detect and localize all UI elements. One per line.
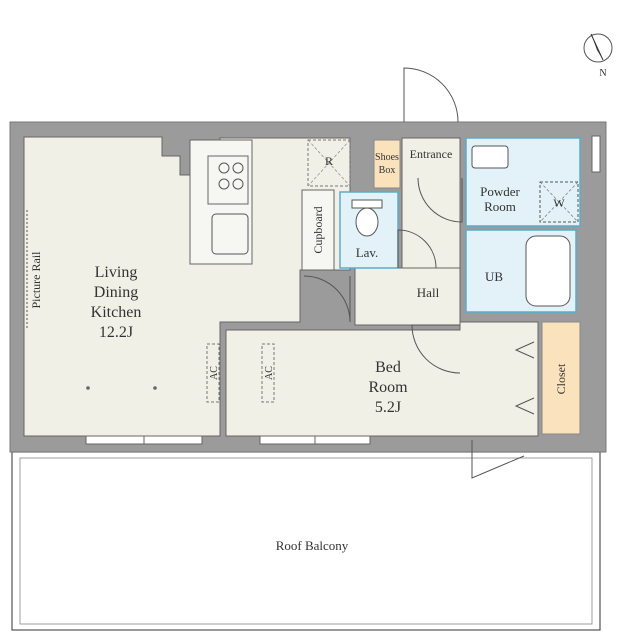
hall-floor — [354, 267, 461, 326]
roof-balcony-label: Roof Balcony — [276, 538, 349, 553]
ldk-label-line3: Kitchen — [91, 304, 142, 321]
closet-label: Closet — [554, 363, 568, 394]
toilet-icon — [351, 199, 383, 237]
right-wall-window — [591, 135, 601, 173]
shoes-box-label-line1: Shoes — [375, 152, 399, 163]
bed-room-floor — [225, 321, 539, 437]
windows — [85, 135, 601, 445]
entrance-floor — [401, 137, 461, 269]
ldk-door-swing — [303, 275, 351, 323]
doors — [303, 67, 525, 479]
kitchen-counter — [189, 139, 253, 265]
fridge-label: R — [325, 154, 333, 168]
unit-bath-label: UB — [485, 269, 503, 284]
ldk-label-line1: Living — [95, 264, 138, 281]
washer-label: W — [553, 196, 565, 210]
ac-unit-bed — [261, 343, 275, 403]
stove-burner-icon — [232, 162, 244, 174]
compass-north-label: N — [599, 68, 606, 79]
stove-burner-icon — [218, 162, 230, 174]
balcony-door-swing — [471, 440, 525, 479]
fridge-space — [307, 139, 351, 187]
ac-ldk-label: AC — [209, 366, 220, 380]
ac-unit-ldk — [206, 343, 220, 403]
entrance-label: Entrance — [410, 147, 453, 161]
powder-room-label-line1: Powder — [480, 184, 520, 199]
bed-room-size-label: 5.2J — [375, 399, 401, 416]
ac-bed-label: AC — [264, 366, 275, 380]
front-door-swing — [403, 67, 459, 123]
powder-room-door-swing — [417, 177, 463, 223]
bed-room-label-line2: Room — [368, 379, 408, 396]
ceiling-light-icon — [86, 386, 90, 390]
lavatory-label: Lav. — [356, 245, 379, 260]
stove-burner-icon — [218, 178, 230, 190]
bed-room-door-swing — [411, 324, 461, 374]
ldk-floor — [23, 136, 351, 437]
cupboard — [301, 189, 335, 271]
hanger-marker-icon — [514, 397, 535, 415]
ldk-size-label: 12.2J — [99, 324, 133, 341]
bathtub-icon — [525, 235, 571, 307]
picture-rail-label: Picture Rail — [29, 251, 43, 309]
ldk-label-line2: Dining — [94, 284, 138, 301]
cupboard-label: Cupboard — [311, 206, 325, 253]
kitchen-sink-icon — [211, 213, 249, 255]
compass-icon — [583, 33, 613, 63]
lavatory-door-swing — [397, 229, 437, 269]
hall-label: Hall — [417, 285, 440, 300]
powder-room-label-line2: Room — [484, 199, 516, 214]
bed-room-label-line1: Bed — [375, 359, 401, 376]
closet — [541, 321, 581, 435]
washer-space — [539, 181, 579, 223]
hanger-marker-icon — [514, 341, 535, 359]
shoes-box-label-line2: Box — [379, 165, 396, 176]
roof-balcony — [11, 451, 601, 631]
ceiling-light-icon — [153, 386, 157, 390]
stove-burner-icon — [232, 178, 244, 190]
shoes-box — [373, 139, 401, 189]
wash-basin-icon — [471, 145, 509, 169]
